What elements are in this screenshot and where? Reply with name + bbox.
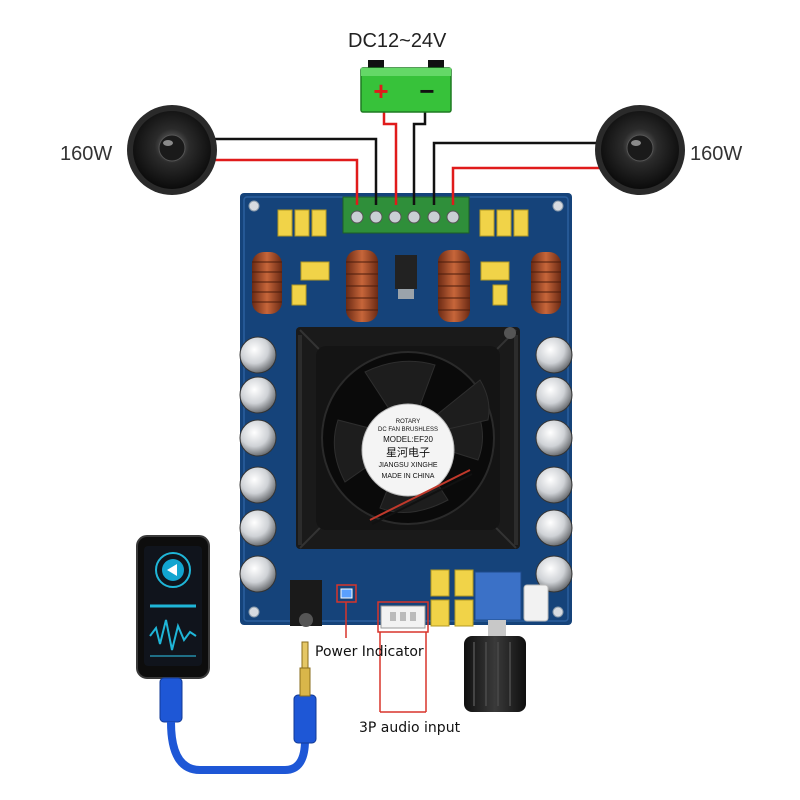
left-speaker-power-label: 160W — [60, 143, 113, 165]
speaker-wires — [208, 137, 600, 205]
battery-plus-sign: + — [373, 76, 388, 106]
audio-input-callout — [377, 601, 429, 713]
speaker-icon — [127, 105, 217, 195]
audio-input-connector — [380, 605, 426, 629]
fan-label: ROTARY DC FAN BRUSHLESS MODEL:EF20 星河电子 … — [378, 419, 438, 480]
capacitors-right — [535, 336, 573, 593]
battery-minus-sign: − — [419, 76, 434, 106]
screw-terminal — [342, 196, 470, 234]
audio-cable — [159, 641, 317, 774]
right-speaker-power-label: 160W — [690, 143, 743, 165]
fan-origin: MADE IN CHINA — [382, 473, 435, 480]
fan-brand-cn: 星河电子 — [386, 446, 430, 459]
audio-input-label: 3P audio input — [359, 720, 461, 736]
power-led — [340, 588, 353, 599]
battery-icon — [360, 60, 452, 113]
speaker-icon — [595, 105, 685, 195]
inductor — [531, 252, 561, 314]
power-wires — [382, 110, 427, 205]
film-capacitors-bottom — [430, 569, 474, 627]
phone-icon — [136, 535, 210, 679]
volume-knob-icon — [464, 620, 526, 712]
fan-label-line2: DC FAN BRUSHLESS — [378, 427, 438, 433]
fan-model: MODEL:EF20 — [383, 435, 433, 444]
film-capacitors-top — [277, 209, 529, 306]
small-connector — [523, 584, 549, 622]
voltage-regulator — [395, 255, 417, 289]
fan-brand: JIANGSU XINGHE — [378, 462, 437, 469]
audio-jack-icon — [293, 694, 317, 744]
potentiometer — [474, 571, 522, 621]
fan-label-line1: ROTARY — [396, 419, 420, 425]
capacitors-left — [239, 336, 277, 593]
inductors — [252, 250, 561, 322]
fan-icon — [316, 346, 500, 530]
power-indicator-label: Power Indicator — [315, 644, 424, 660]
supply-voltage-label: DC12~24V — [348, 30, 447, 52]
power-indicator-callout — [336, 584, 357, 638]
inductor — [252, 252, 282, 314]
